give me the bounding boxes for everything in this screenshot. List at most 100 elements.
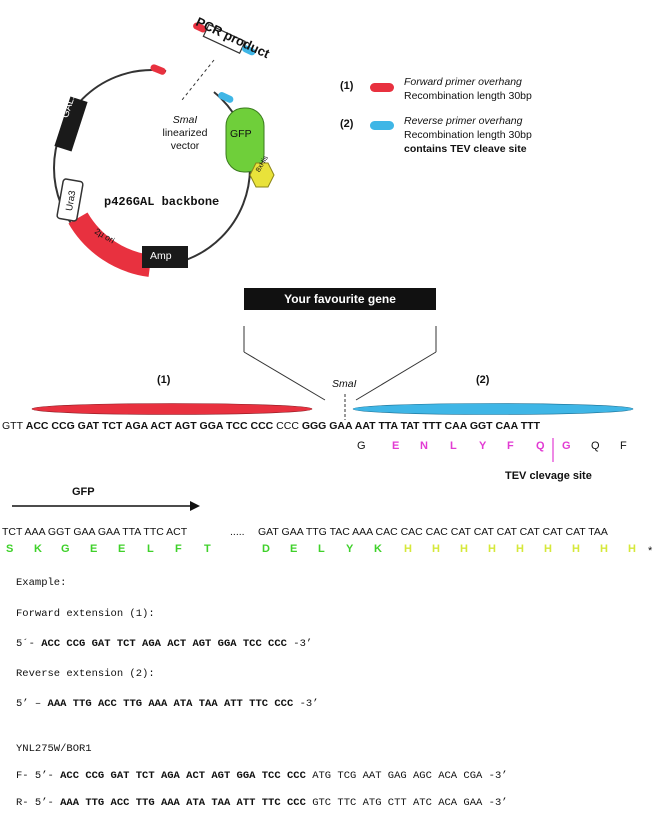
aa-n: N [420, 440, 428, 452]
legend-2-note: contains TEV cleave site [404, 143, 527, 155]
fwd-prefix: 5´- [16, 638, 35, 650]
aa-g1: G [357, 440, 366, 452]
gfp-seq-right: GAT GAA TTG TAC AAA CAC CAC CAC CAT CAT … [258, 526, 608, 538]
linearized-word: linearized [162, 127, 208, 139]
legend-reverse-pill [370, 121, 394, 130]
r-suffix: -3’ [488, 797, 508, 809]
his-aa-yellow-4: H [516, 543, 524, 555]
gfp-aa-green-6: F [175, 543, 182, 555]
insert-sequence-row: GTT ACC CCG GAT TCT AGA ACT AGT GGA TCC … [2, 420, 540, 432]
aa-g2: G [562, 440, 571, 452]
aa-q2: Q [591, 440, 600, 452]
his-aa-yellow-7: H [600, 543, 608, 555]
gfp-seq-left: TCT AAA GGT GAA GAA TTA TTC ACT [2, 526, 188, 538]
r-primer-seq: R- 5’- AAA TTG ACC TTG AAA ATA TAA ATT T… [16, 797, 508, 809]
legend-2-sub: Recombination length 30bp [404, 129, 532, 141]
gal1-box [54, 96, 88, 152]
legend-1-sub: Recombination length 30bp [404, 90, 532, 102]
forward-overhang-bar [31, 403, 313, 415]
insertion-dashed-line [181, 59, 215, 101]
backbone-label: p426GAL backbone [104, 195, 220, 209]
f-ext: ACC CCG GAT TCT AGA ACT AGT GGA TCC CCC [60, 770, 306, 782]
f-gene: ATG TCG AAT GAG AGC ACA CGA [312, 770, 483, 782]
legend-1-number: (1) [340, 80, 354, 92]
gfp-aa-green-0: S [6, 543, 14, 555]
linearized-gap [165, 69, 216, 94]
reverse-overhang-bar [352, 403, 634, 415]
gfp-aa-green-5: L [147, 543, 154, 555]
gfp-arrow-head [190, 501, 200, 511]
overhang-label-1: (1) [157, 374, 171, 386]
smai-site-label: SmaI [332, 378, 357, 390]
gfp-aa-green-4: E [118, 543, 126, 555]
aa-f2: F [620, 440, 627, 452]
pcr-product [193, 22, 256, 56]
r-gene: GTC TTC ATG CTT ATC ACA GAA [312, 797, 483, 809]
f-prefix: F- 5’- [16, 770, 54, 782]
reverse-overhang-mark [218, 92, 234, 103]
his-aa-yellow-1: H [432, 543, 440, 555]
gfp-arrow-label: GFP [72, 486, 95, 498]
fwd-suffix: -3’ [293, 638, 313, 650]
legend-1-title: Forward primer overhang [404, 76, 522, 88]
gfp-aa-green-10: L [318, 543, 325, 555]
reverse-extension-label: Reverse extension (2): [16, 668, 155, 680]
seq-prefix: GTT [2, 420, 23, 432]
forward-extension-label: Forward extension (1): [16, 608, 155, 620]
legend-2-title: Reverse primer overhang [404, 115, 523, 127]
ori-segment [68, 212, 152, 277]
gene-bracket-left-diag [243, 351, 326, 401]
example-heading: Example: [16, 577, 67, 589]
rev-prefix: 5’ – [16, 698, 42, 710]
fwd-seq: ACC CCG GAT TCT AGA ACT AGT GGA TCC CCC [41, 638, 287, 650]
seq-forward: ACC CCG GAT TCT AGA ACT AGT GGA TCC CCC [25, 420, 274, 432]
rev-suffix: -3’ [299, 698, 319, 710]
forward-extension-seq: 5´- ACC CCG GAT TCT AGA ACT AGT GGA TCC … [16, 638, 312, 650]
amp-label: Amp [150, 250, 172, 262]
amp-box [142, 246, 188, 268]
f-primer-seq: F- 5’- ACC CCG GAT TCT AGA ACT AGT GGA T… [16, 770, 508, 782]
aa-e: E [392, 440, 400, 452]
aa-f: F [507, 440, 514, 452]
gene-example-name: YNL275W/BOR1 [16, 743, 92, 755]
his-aa-yellow-8: H [628, 543, 636, 555]
gfp-aa-green-3: E [90, 543, 98, 555]
r-ext: AAA TTG ACC TTG AAA ATA TAA ATT TTC CCC [60, 797, 306, 809]
gfp-aa-green-7: T [204, 543, 211, 555]
his-tag-hexagon [249, 162, 275, 188]
reverse-extension-seq: 5’ – AAA TTG ACC TTG AAA ATA TAA ATT TTC… [16, 698, 319, 710]
gfp-plasmid-label: GFP [230, 128, 252, 140]
stop-codon-mark: * [648, 545, 653, 557]
ura3-box [56, 178, 84, 222]
aa-y: Y [479, 440, 487, 452]
vector-word: vector [170, 140, 200, 152]
gfp-segment [225, 107, 265, 173]
aa-q: Q [536, 440, 545, 452]
gfp-aa-green-9: E [290, 543, 298, 555]
gfp-aa-green-8: D [262, 543, 270, 555]
gfp-aa-green-2: G [61, 543, 70, 555]
his-aa-yellow-0: H [404, 543, 412, 555]
gene-box: Your favourite gene [244, 288, 436, 310]
tev-site-label: TEV clevage site [505, 470, 592, 482]
gfp-ellipsis: ..... [230, 526, 245, 538]
gfp-aa-green-12: K [374, 543, 382, 555]
smai-linearized-label: SmaI linearized vector [150, 114, 220, 153]
seq-mid: CCC [276, 420, 299, 432]
seq-reverse: GGG GAA AAT TTA TAT TTT CAA GGT CAA TTT [301, 420, 540, 432]
his-aa-yellow-6: H [572, 543, 580, 555]
aa-l: L [450, 440, 457, 452]
smai-word: SmaI [172, 114, 198, 126]
f-suffix: -3’ [488, 770, 508, 782]
rev-seq: AAA TTG ACC TTG AAA ATA TAA ATT TTC CCC [47, 698, 294, 710]
forward-overhang-mark [150, 64, 166, 75]
gfp-aa-green-1: K [34, 543, 42, 555]
his-aa-yellow-5: H [544, 543, 552, 555]
overhang-label-2: (2) [476, 374, 490, 386]
legend-forward-pill [370, 83, 394, 92]
his-aa-yellow-2: H [460, 543, 468, 555]
his-aa-yellow-3: H [488, 543, 496, 555]
gfp-aa-green-11: Y [346, 543, 354, 555]
legend-2-number: (2) [340, 118, 354, 130]
